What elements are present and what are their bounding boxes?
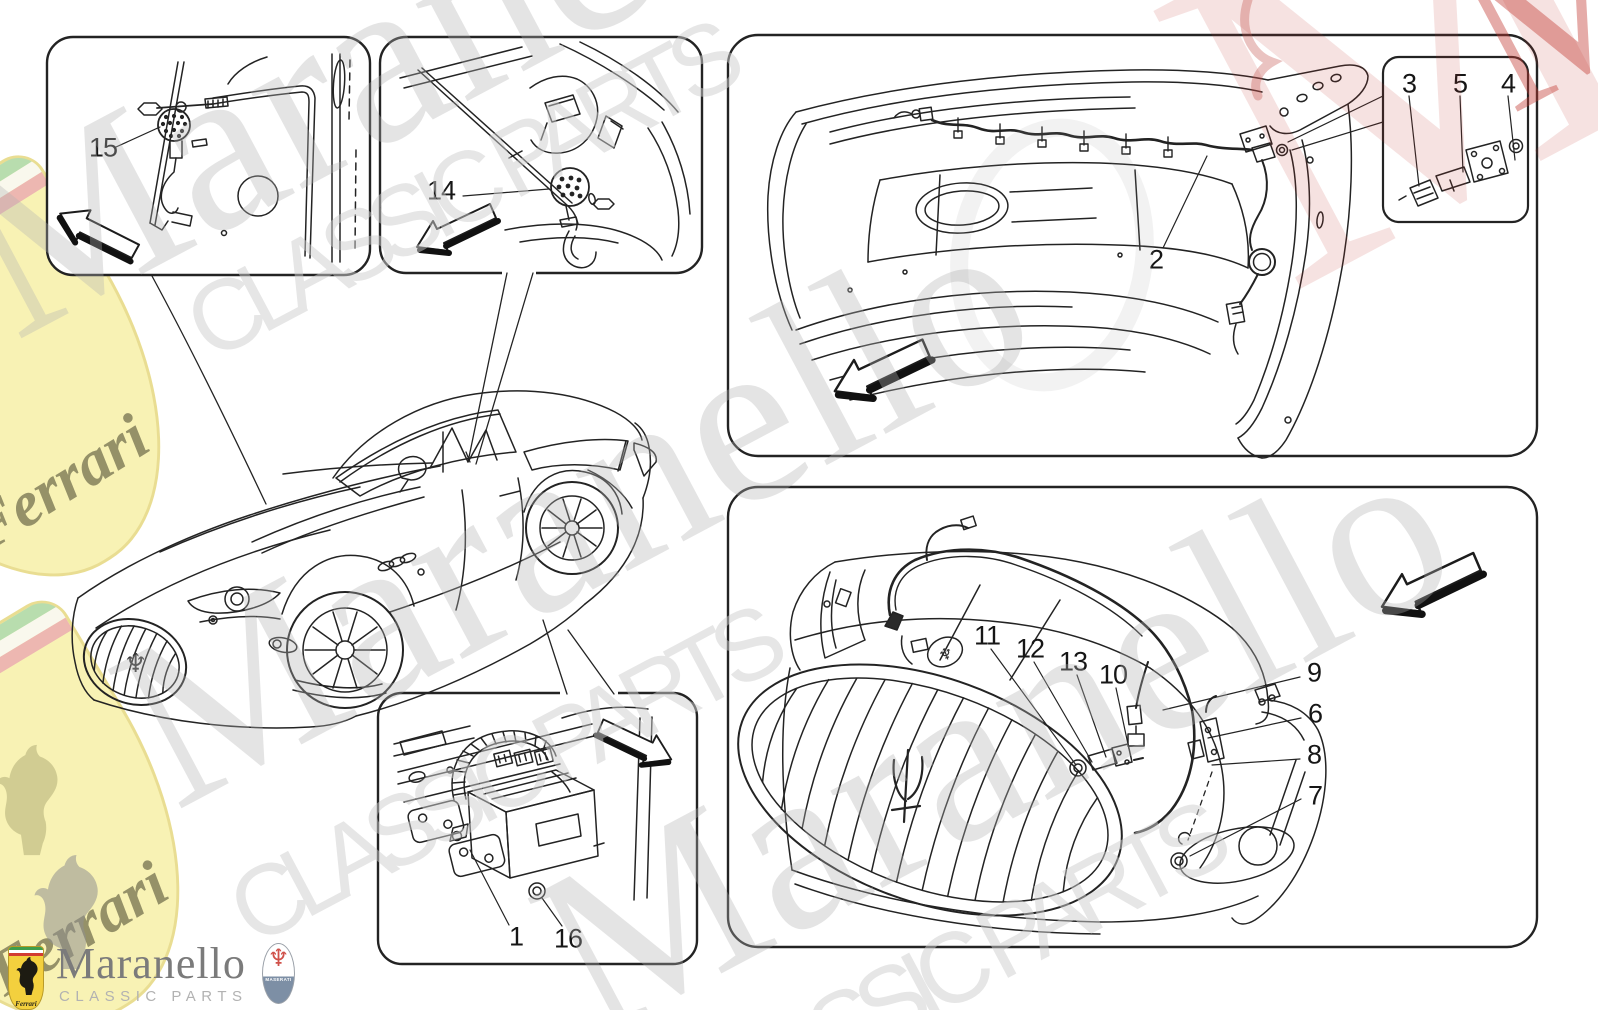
ferrari-label: Ferrari [15, 1000, 37, 1008]
maserati-logo: ♆ MASERATI [262, 943, 295, 1004]
ferrari-shield-logo: Ferrari [8, 946, 44, 1010]
prancing-horse-icon [16, 957, 38, 995]
brand-name: Maranello [56, 939, 246, 988]
trident-icon: ♆ [267, 944, 290, 972]
brand-tagline: CLASSIC PARTS [59, 988, 248, 1005]
maserati-label: MASERATI [265, 977, 292, 982]
